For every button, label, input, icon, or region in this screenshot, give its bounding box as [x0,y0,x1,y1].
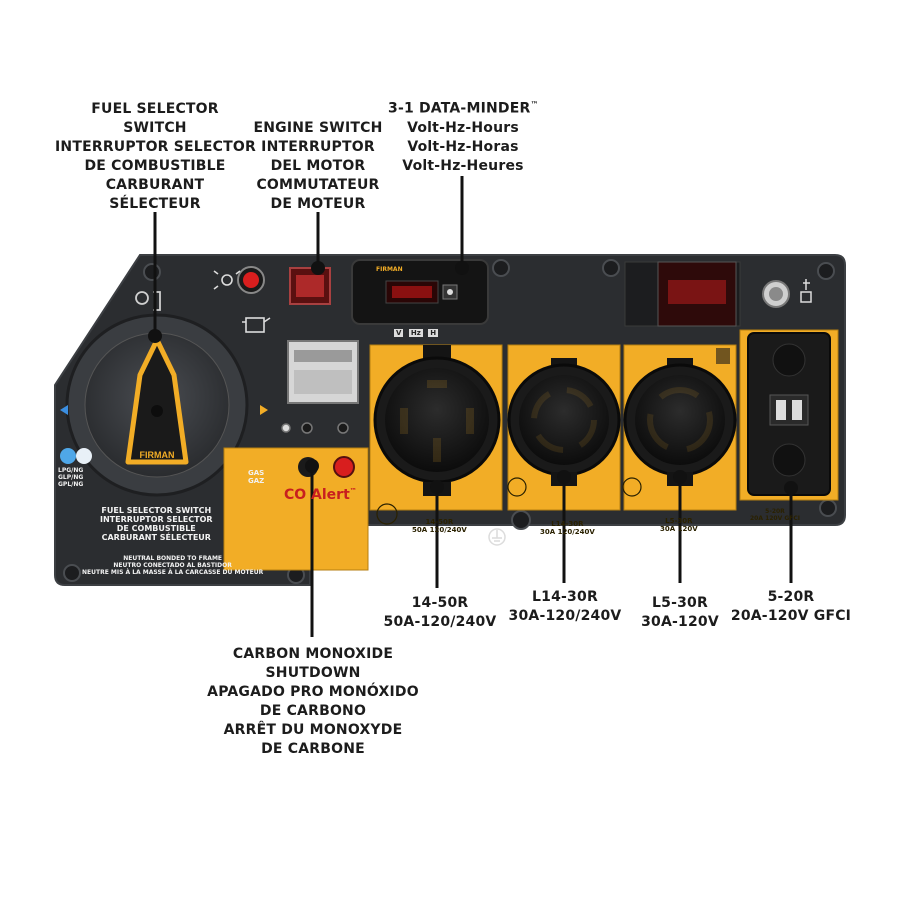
gfci-indicator-icon [716,348,730,364]
knob-arrow-right-icon [260,405,268,415]
hour-meter-display [624,261,741,327]
outlet-l14-30r[interactable] [507,358,621,486]
outlet-5-20r-small-label: 5-20R 20A 120V GFCI [750,508,800,522]
co-alert-light [333,456,355,478]
main-circuit-breaker[interactable] [287,340,359,404]
outlet-l5-30r-small-label: L5-30R 30A 120V [660,517,698,533]
outlet-l5-30r[interactable] [623,358,737,486]
reset-button[interactable] [762,280,790,308]
panel-screws [63,259,837,584]
oil-warning-light [237,266,265,294]
outlet-diagram-icons [376,477,642,525]
bulb-icon [213,270,241,290]
co-alert-logo: CO Alert™ [284,487,357,503]
callout-outlet-l5-30r: L5-30R 30A-120V [641,595,719,630]
callout-engine-switch: ENGINE SWITCH INTERRUPTOR DEL MOTOR COMM… [253,120,383,212]
panel-neutral-label: NEUTRAL BONDED TO FRAME NEUTRO CONECTADO… [82,555,264,576]
leader-dots [148,261,798,495]
callout-outlet-14-50r: 14-50R 50A-120/240V [383,595,497,630]
fuel-selector-knob[interactable] [65,313,249,497]
callout-fuel-selector: FUEL SELECTOR SWITCH INTERRUPTOR SELECTO… [55,101,256,212]
outlet-5-20r-gfci[interactable] [747,332,831,496]
fuel-type-label: LPG/NG GLP/NG GPL/NG [58,467,84,488]
panel-bolts [281,422,349,434]
callout-data-minder: 3-1 DATA-MINDER™ Volt-Hz-Hours Volt-Hz-H… [388,100,539,174]
panel-fuel-label: FUEL SELECTOR SWITCH INTERRUPTOR SELECTO… [100,506,213,542]
meter-brand: FIRMAN [376,266,403,273]
outlet-14-50r[interactable] [373,345,501,496]
outlet-l14-30r-small-label: L14-30R 30A 120/240V [540,520,595,536]
leader-lines [153,176,793,637]
ground-icon [488,528,506,546]
gas-label: GAS GAZ [248,469,265,485]
data-minder-meter [351,259,489,325]
knob-arrow-left-icon [60,405,68,415]
callout-carbon-monoxide: CARBON MONOXIDE SHUTDOWN APAGADO PRO MON… [207,646,419,757]
outlet-14-50r-small-label: 14-50R 50A 120/240V [412,518,467,534]
meter-keys: V Hz H [394,329,439,337]
callout-outlet-l14-30r: L14-30R 30A-120/240V [508,589,622,624]
lpg-ng-icon [60,448,92,464]
engine-icon [242,317,271,333]
callout-outlet-5-20r: 5-20R 20A-120V GFCI [730,589,852,624]
knob-brand: FIRMAN [140,450,175,460]
usb-icon [800,279,812,303]
